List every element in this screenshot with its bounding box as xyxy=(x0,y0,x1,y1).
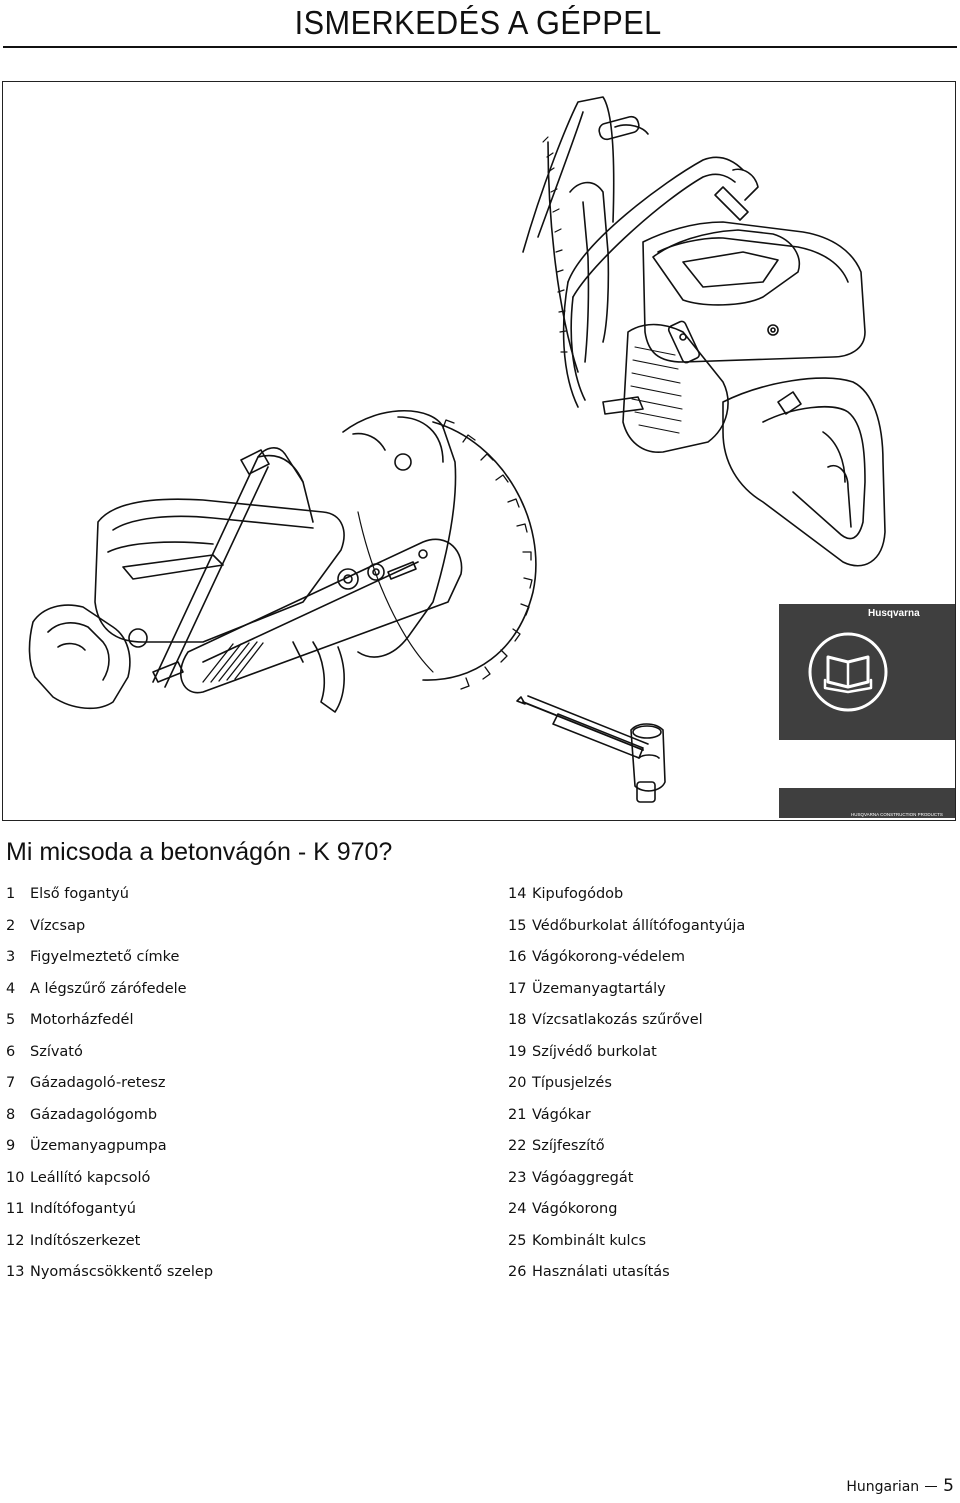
power-cutter-lower-illustration xyxy=(28,409,537,713)
footer-dash xyxy=(925,1486,938,1487)
operators-manual-illustration: Husqvarna HUSQVARNA CONSTRUCTION PRODUCT… xyxy=(779,604,955,818)
manual-brand-text: Husqvarna xyxy=(868,608,920,619)
page-footer: Hungarian 5 xyxy=(846,1476,954,1496)
manual-footer-text: HUSQVARNA CONSTRUCTION PRODUCTS xyxy=(851,812,943,817)
page-number: 5 xyxy=(943,1476,954,1496)
combination-key-illustration xyxy=(516,695,666,803)
section-heading: Mi micsoda a betonvágón - K 970? xyxy=(6,838,393,866)
title-rule xyxy=(3,46,957,48)
power-cutter-upper-illustration xyxy=(522,96,886,567)
product-illustration-frame: Husqvarna HUSQVARNA CONSTRUCTION PRODUCT… xyxy=(2,81,956,821)
page-title: ISMERKEDÉS A GÉPPEL xyxy=(294,4,662,41)
footer-language: Hungarian xyxy=(846,1479,920,1495)
